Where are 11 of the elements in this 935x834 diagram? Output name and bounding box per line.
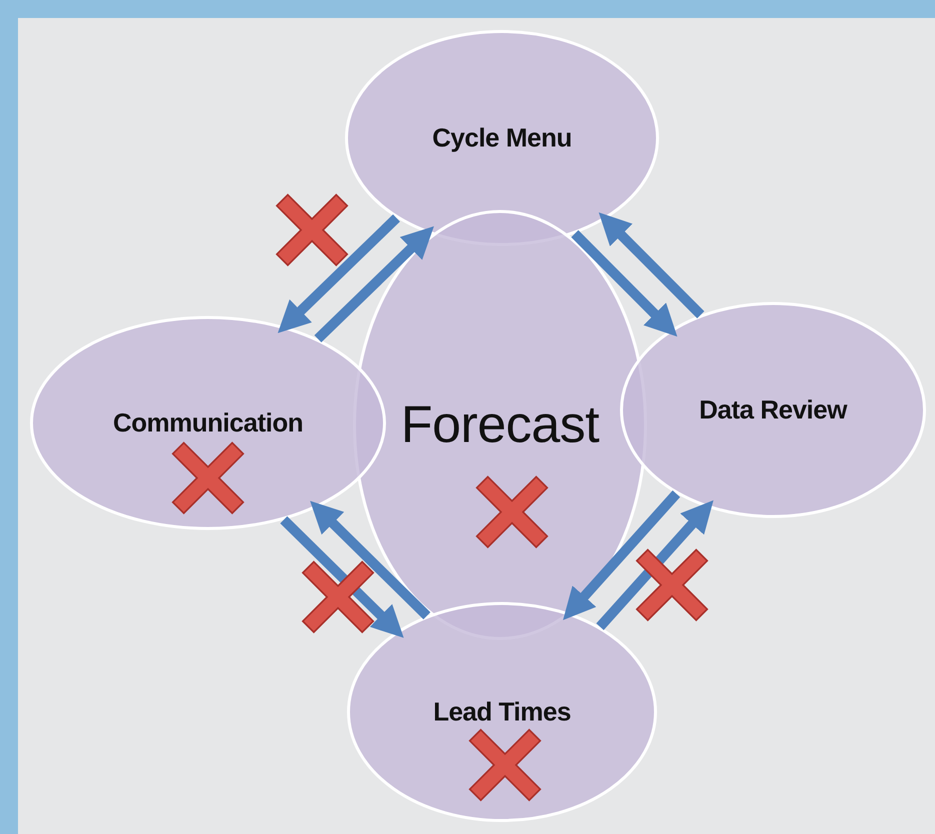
- node-label: Cycle Menu: [432, 122, 572, 154]
- block-arrow: [598, 212, 704, 318]
- node-label: Lead Times: [433, 696, 571, 728]
- block-arrow: [314, 226, 434, 342]
- block-arrow: [596, 500, 714, 630]
- node-label: Communication: [113, 408, 303, 438]
- block-arrow: [562, 490, 680, 620]
- block-arrow: [280, 516, 404, 638]
- block-arrow: [278, 214, 400, 334]
- node-label: Data Review: [699, 394, 847, 426]
- node-label: Forecast: [400, 395, 600, 455]
